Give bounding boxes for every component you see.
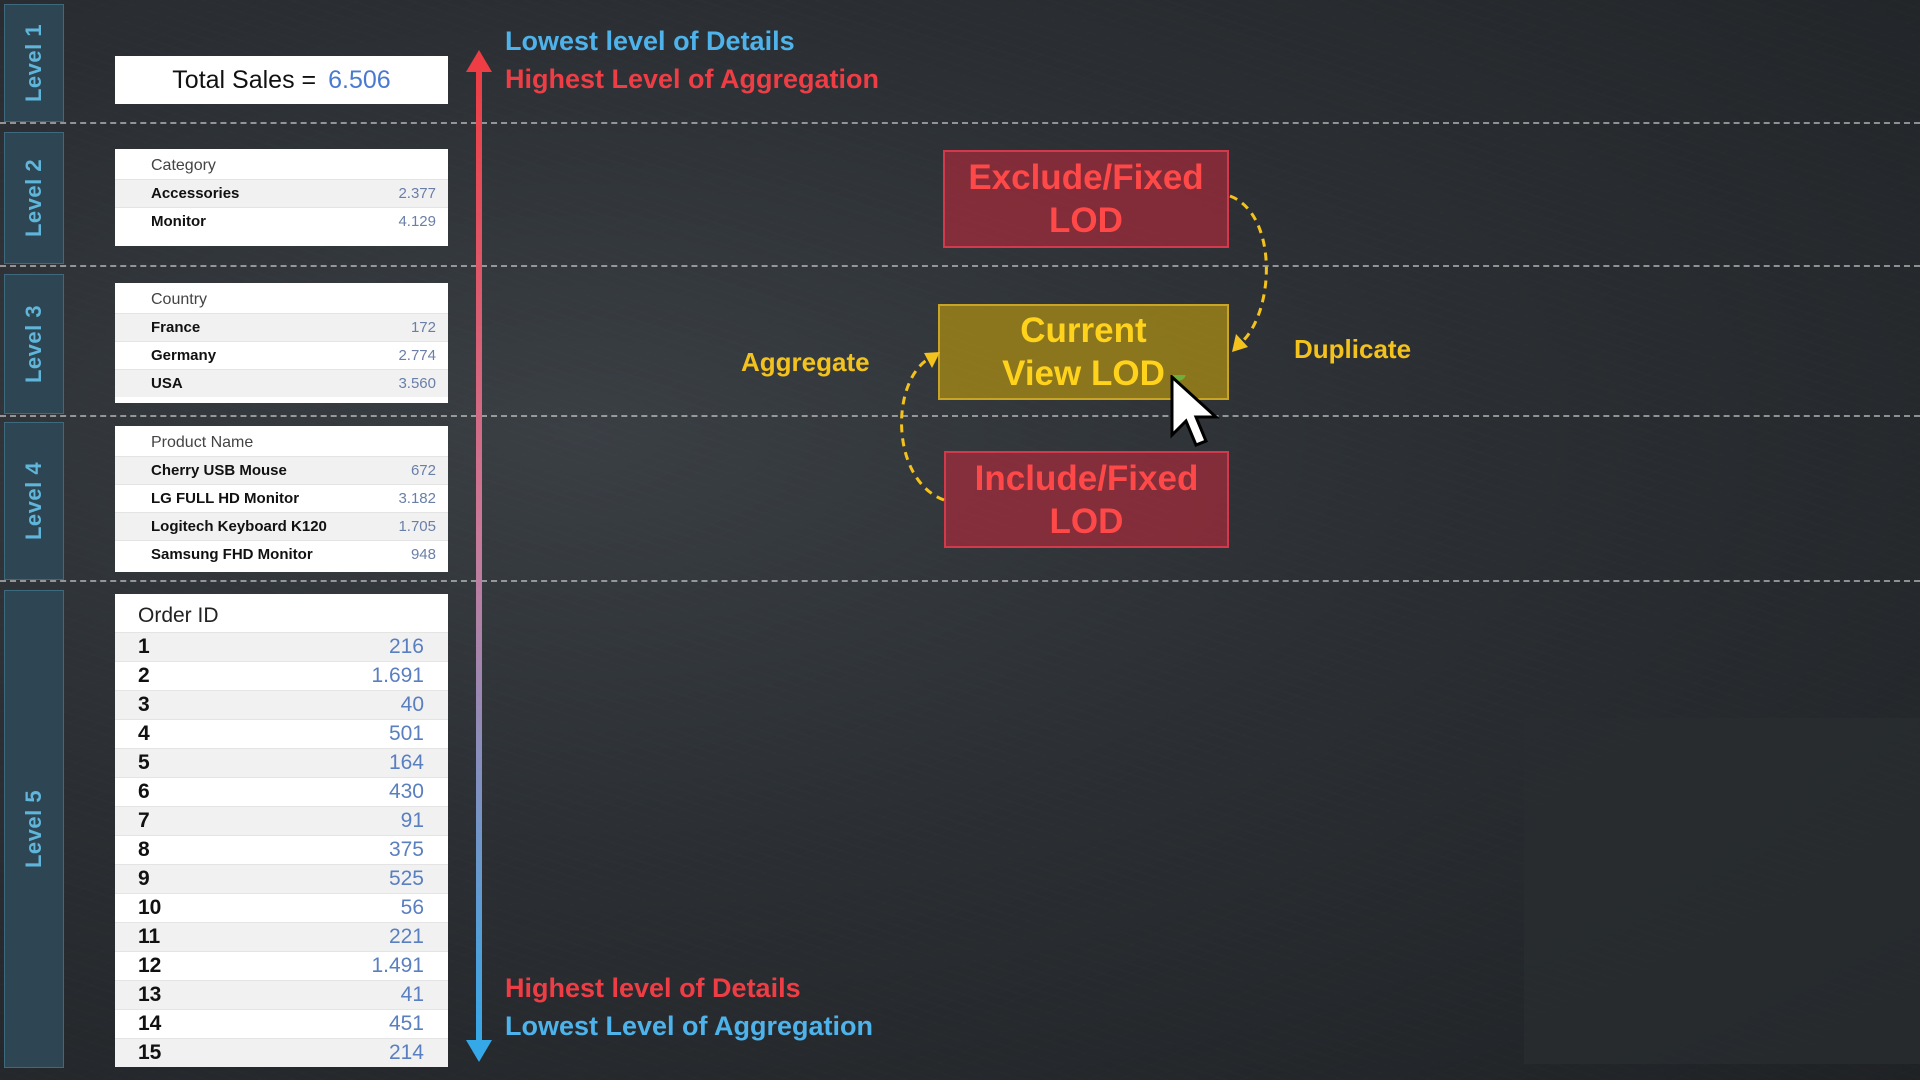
- order-header: Order ID: [138, 604, 219, 627]
- aggregate-connector: [900, 356, 945, 502]
- level-4-tab: Level 4: [4, 422, 64, 580]
- level-separator: [0, 580, 1920, 582]
- duplicate-connector: [1229, 194, 1268, 349]
- product-header: Product Name: [151, 434, 254, 451]
- duplicate-arrowhead: [1232, 334, 1248, 352]
- aggregate-label: Aggregate: [741, 347, 870, 377]
- highest-aggregation-label: Highest Level of Aggregation: [505, 64, 880, 94]
- lowest-detail-label: Lowest level of Details: [505, 26, 795, 56]
- level-2-tab: Level 2: [4, 132, 64, 264]
- total-sales-card: Total Sales = 6.506: [115, 56, 448, 104]
- dim-overlay: [1524, 718, 1920, 1064]
- category-header: Category: [151, 157, 216, 174]
- highest-detail-label: Highest level of Details: [505, 973, 801, 1003]
- level-1-tab: Level 1: [4, 4, 64, 122]
- mouse-cursor-icon: [1170, 375, 1220, 447]
- level-separator: [0, 122, 1920, 124]
- level-separator: [0, 265, 1920, 267]
- level-5-tab: Level 5: [4, 590, 64, 1068]
- lowest-aggregation-label: Lowest Level of Aggregation: [505, 1011, 874, 1041]
- duplicate-label: Duplicate: [1294, 334, 1412, 364]
- detail-aggregation-arrow: [466, 50, 492, 1062]
- total-sales-value: 6.506: [328, 65, 391, 94]
- total-sales-label: Total Sales =: [172, 65, 317, 94]
- country-header: Country: [151, 291, 208, 308]
- aggregate-arrowhead: [924, 352, 940, 368]
- level-3-tab: Level 3: [4, 274, 64, 414]
- level-separator: [0, 415, 1920, 417]
